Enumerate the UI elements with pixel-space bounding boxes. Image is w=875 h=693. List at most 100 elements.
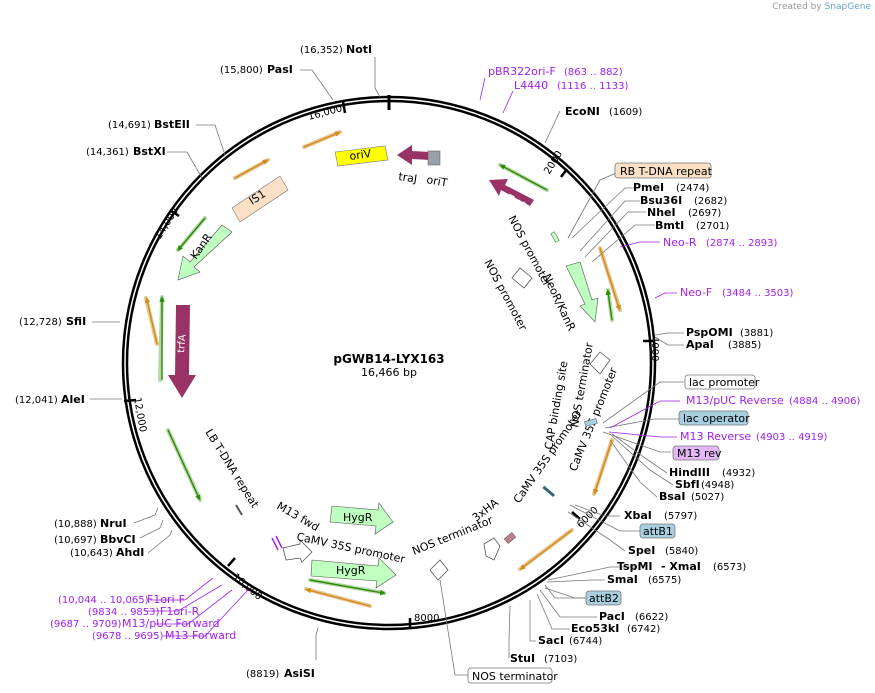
nos-terminator-arrow: [589, 351, 611, 375]
primer-pos-pbr322ori-f: (863 .. 882): [564, 67, 623, 78]
nos-promoter-arrow: [511, 267, 533, 289]
site-pos-sfiI: (12,728): [19, 317, 62, 328]
site-pos-notI: (16,352): [300, 45, 343, 56]
svg-text:traJ: traJ: [398, 170, 418, 185]
site-pos-aleI: (12,041): [15, 395, 58, 406]
primer-pos-m13-puc-forward: (9687 .. 9709): [50, 619, 122, 630]
primer-m13-puc-reverse[interactable]: M13/pUC Reverse: [686, 394, 784, 407]
svg-text:oriT: oriT: [425, 173, 448, 190]
feature-trаj[interactable]: traJ oriT: [397, 145, 449, 190]
tick-14000: 14,000: [153, 206, 181, 242]
site-pos-asiSI: (8819): [246, 669, 279, 680]
box-rb-t-dna-repeat[interactable]: RB T-DNA repeat: [614, 162, 713, 179]
site-pos-xbaI: (5797): [664, 511, 697, 522]
svg-text:RB T-DNA repeat: RB T-DNA repeat: [620, 165, 713, 178]
site-xbaI[interactable]: XbaI: [624, 509, 652, 522]
site-speI[interactable]: SpeI: [628, 544, 655, 557]
primer-pos-neo-f: (3484 .. 3503): [722, 288, 794, 299]
site-pos-stuI: (7103): [544, 654, 577, 665]
site-pos-bbvCI: (10,697): [54, 535, 97, 546]
box-m13-rev[interactable]: M13 rev: [672, 445, 722, 461]
box-lac-operator[interactable]: lac operator: [678, 410, 750, 426]
label-nos-promoter-2: NOS promoter: [481, 257, 530, 333]
site-pos-ecoNI: (1609): [609, 107, 642, 118]
site-bsteII[interactable]: BstEII: [154, 118, 190, 131]
site-bstXI[interactable]: BstXI: [133, 145, 166, 158]
site-bsaI[interactable]: BsaI: [659, 490, 685, 503]
primer-pos-m13-puc-reverse: (4884 .. 4906): [789, 396, 861, 407]
feature-oriv[interactable]: oriV: [334, 145, 389, 167]
label-neor-kanr: NeoR/KanR: [540, 272, 578, 334]
site-bsu36I[interactable]: Bsu36I: [640, 194, 682, 207]
site-tspMI[interactable]: TspMI: [617, 560, 653, 573]
primer-m13-forward[interactable]: M13 Forward: [165, 629, 236, 642]
site-stuI[interactable]: StuI: [510, 652, 535, 665]
camv-arrow: [282, 539, 313, 563]
site-pspOMI[interactable]: PspOMI: [686, 326, 733, 339]
site-nruI[interactable]: NruI: [100, 517, 127, 530]
svg-text:trfA: trfA: [176, 334, 189, 353]
feature-neor-kanr[interactable]: [565, 261, 599, 323]
map-length: 16,466 bp: [361, 366, 417, 379]
site-notI[interactable]: NotI: [346, 43, 372, 56]
box-attb2[interactable]: attB2: [585, 590, 622, 606]
site-pos-sacI: (6744): [569, 636, 602, 647]
site-nheI[interactable]: NheI: [647, 206, 676, 219]
feature-tetr[interactable]: TetR: [489, 179, 534, 213]
primer-l4440[interactable]: L4440: [514, 79, 548, 92]
box-attb1[interactable]: attB1: [639, 523, 676, 539]
site-pmeI[interactable]: PmeI: [633, 181, 664, 194]
site-pos-pspOMI: (3881): [740, 328, 773, 339]
box-nos-terminator[interactable]: NOS terminator: [467, 667, 558, 684]
site-pos-nheI: (2697): [688, 208, 721, 219]
svg-text:attB1: attB1: [643, 525, 673, 538]
site-pacI[interactable]: PacI: [599, 610, 625, 623]
site-xmaI[interactable]: - XmaI: [661, 560, 701, 573]
snapgene-brand: SnapGene: [824, 2, 871, 12]
site-smaI[interactable]: SmaI: [607, 573, 638, 586]
feature-hygr-1[interactable]: HygR: [329, 502, 394, 535]
site-sfiI[interactable]: SfiI: [66, 315, 86, 328]
site-apaI[interactable]: ApaI: [686, 338, 714, 351]
feature-kanr[interactable]: KanR: [177, 224, 233, 281]
site-asiSI[interactable]: AsiSI: [284, 667, 315, 680]
tick-12000: 12,000: [131, 397, 148, 433]
feature-is1[interactable]: IS1: [231, 175, 289, 223]
site-bmtI[interactable]: BmtI: [655, 219, 684, 232]
primer-neo-f[interactable]: Neo-F: [680, 286, 712, 299]
primer-m13-reverse[interactable]: M13 Reverse: [680, 430, 751, 443]
primer-f1ori-r[interactable]: F1ori-R: [160, 605, 200, 618]
primer-neo-r[interactable]: Neo-R: [663, 236, 697, 249]
site-eco53kI[interactable]: Eco53kI: [571, 622, 619, 635]
site-pos-pacI: (6622): [635, 612, 668, 623]
site-pos-bsaI: (5027): [691, 492, 724, 503]
primer-m13-puc-forward[interactable]: M13/pUC Forward: [122, 617, 220, 630]
svg-text:HygR: HygR: [343, 511, 373, 524]
primer-pos-neo-r: (2874 .. 2893): [706, 238, 778, 249]
primer-pos-f1ori-r: (9834 .. 9853): [88, 607, 160, 618]
nos-terminator-arrow-2: [429, 559, 449, 581]
feature-hygr-2[interactable]: HygR: [310, 557, 397, 589]
site-sbfI[interactable]: SbfI: [675, 478, 700, 491]
site-ahdI[interactable]: AhdI: [116, 546, 144, 559]
site-hindIII[interactable]: HindIII: [669, 466, 710, 479]
site-pos-bsu36I: (2682): [694, 196, 727, 207]
primer-f1ori-f[interactable]: F1ori-F: [147, 593, 185, 606]
svg-text:HygR: HygR: [336, 564, 366, 577]
feature-trfa[interactable]: trfA: [168, 305, 196, 398]
site-pasI[interactable]: PasI: [267, 63, 293, 76]
site-pos-bmtI: (2701): [696, 221, 729, 232]
site-sacI[interactable]: SacI: [538, 634, 564, 647]
box-lac-promoter[interactable]: lac promoter: [684, 374, 760, 390]
site-pos-bstXI: (14,361): [86, 147, 129, 158]
primer-pbr322ori-f[interactable]: pBR322ori-F: [488, 65, 556, 78]
site-aleI[interactable]: AleI: [61, 393, 85, 406]
site-pos-apaI: (3885): [728, 340, 761, 351]
tick-16000: 16,000: [307, 103, 344, 123]
map-name: pGWB14-LYX163: [333, 352, 444, 366]
site-bbvCI[interactable]: BbvCI: [100, 533, 136, 546]
primer-pos-l4440: (1116 .. 1133): [557, 81, 629, 92]
site-ecoNI[interactable]: EcoNI: [565, 105, 600, 118]
svg-text:NOS terminator: NOS terminator: [472, 670, 558, 683]
